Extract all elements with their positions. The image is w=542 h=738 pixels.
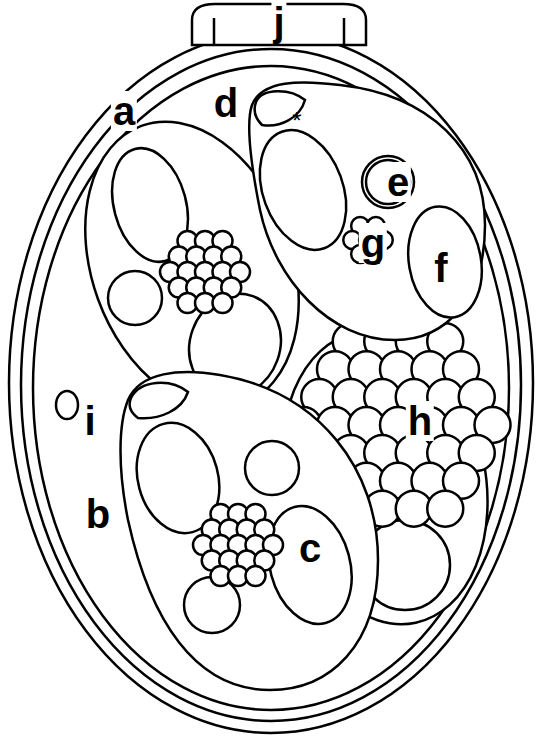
part-letter: i xyxy=(82,401,97,441)
part-letter: e xyxy=(385,162,411,202)
part-letter: g xyxy=(359,223,387,263)
part-letter: c xyxy=(297,528,323,568)
granule xyxy=(427,491,463,527)
outer-wall xyxy=(9,33,533,733)
inner-wall xyxy=(21,49,521,721)
sporocyst xyxy=(244,82,490,340)
sporocyst xyxy=(121,372,379,690)
polar-granule xyxy=(56,391,78,419)
part-letter: a xyxy=(111,91,137,131)
part-letter: b xyxy=(84,494,112,534)
stieda-body xyxy=(130,383,188,418)
marker-symbol: * xyxy=(290,109,303,133)
part-letter: h xyxy=(406,401,434,441)
granule xyxy=(246,566,266,586)
part-letter: d xyxy=(212,83,240,123)
part-letter: j xyxy=(271,2,286,42)
part-letter: f xyxy=(432,248,449,288)
granule xyxy=(213,293,233,313)
